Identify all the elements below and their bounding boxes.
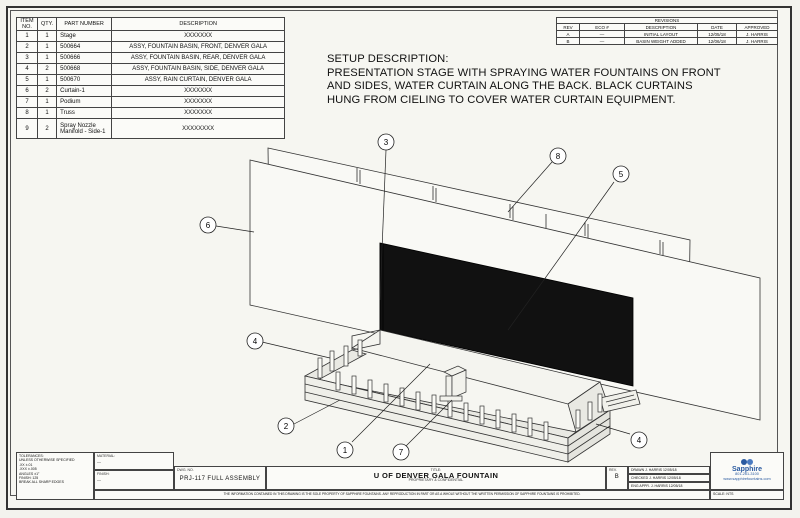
balloon-6-label: 6	[206, 221, 211, 230]
scale-label: SCALE: NTS	[713, 492, 734, 496]
rev-cell: J. HARRIS	[736, 37, 778, 45]
tolerance-line: FINISH: 125	[19, 476, 39, 481]
tolerance-line: UNLESS OTHERWISE SPECIFIED	[19, 458, 75, 463]
balloon-4-left-label: 4	[253, 337, 258, 346]
rev-value: B	[614, 474, 620, 480]
balloon-8: 8	[549, 147, 567, 165]
balloon-5: 5	[612, 165, 630, 183]
dwg-no-value: PRJ-117 FULL ASSEMBLY	[179, 476, 261, 482]
balloon-2-label: 2	[284, 422, 289, 431]
tolerances-label: TOLERANCES:	[19, 454, 44, 458]
eng-name: J. HARRIS	[650, 484, 668, 488]
title-label: TITLE:	[430, 468, 442, 472]
rev-label: REV.	[609, 468, 617, 472]
tolerance-line: .XXX ±.005	[19, 467, 37, 472]
bom-header-row: ITEM NO. QTY. PART NUMBER DESCRIPTION	[16, 17, 286, 31]
balloon-4-right: 4	[630, 431, 648, 449]
balloon-6: 6	[199, 216, 217, 234]
checked-date: 12/05/18	[667, 476, 681, 480]
bom-row: 2 1 500664 ASSY, FOUNTAIN BASIN, FRONT, …	[16, 41, 286, 53]
balloon-8-label: 8	[556, 152, 561, 161]
finish-cell: FINISH: —	[94, 470, 174, 490]
title-value: U OF DENVER GALA FOUNTAIN	[373, 471, 499, 480]
balloon-1: 1	[336, 441, 354, 459]
balloon-callouts: 1 2 3 4 4 5 6 7 8	[199, 133, 648, 461]
tolerance-line: BREAK ALL SHARP EDGES	[19, 480, 64, 485]
setup-description: SETUP DESCRIPTION: PRESENTATION STAGE WI…	[327, 53, 727, 107]
balloon-2: 2	[277, 417, 295, 435]
company-block: Sapphire 801-261-3100 www.sapphirefounta…	[710, 452, 784, 490]
tolerance-line: ANGLES ±1°	[19, 471, 40, 476]
balloon-1-label: 1	[343, 446, 348, 455]
setup-heading: SETUP DESCRIPTION:	[327, 53, 449, 65]
company-name: Sapphire	[732, 466, 762, 473]
setup-line: AND SIDES, WATER CURTAIN ALONG THE BACK.…	[327, 80, 693, 92]
balloon-3-label: 3	[384, 138, 389, 147]
finish-label: FINISH:	[97, 472, 110, 476]
company-web: www.sapphirefountains.com	[723, 477, 771, 481]
title-block: TOLERANCES: UNLESS OTHERWISE SPECIFIED .…	[16, 452, 784, 500]
disclaimer-cell: THE INFORMATION CONTAINED IN THIS DRAWIN…	[94, 490, 710, 500]
balloon-5-label: 5	[619, 170, 624, 179]
podium	[439, 365, 467, 402]
bill-of-materials-table: ITEM NO. QTY. PART NUMBER DESCRIPTION 1 …	[16, 17, 286, 139]
sapphire-logo-icon	[741, 459, 753, 465]
rev-cell: REV. B	[606, 466, 628, 490]
drawn-row: DRAWN J. HARRIS 12/05/18	[628, 466, 710, 474]
bom-cell-desc: XXXXXXXX	[111, 118, 286, 139]
company-phone: 801-261-3100	[735, 472, 759, 476]
title-cell: TITLE: U OF DENVER GALA FOUNTAIN PROPRIE…	[266, 466, 606, 490]
confidential-label: PROPRIETARY & CONFIDENTIAL	[408, 478, 464, 482]
bom-cell-qty: 2	[36, 118, 58, 139]
dwg-no-cell: DWG. NO. PRJ-117 FULL ASSEMBLY	[174, 466, 266, 490]
bom-cell-part: Spray Nozzle Manifold - Side-1	[56, 118, 113, 139]
tolerances-block: TOLERANCES: UNLESS OTHERWISE SPECIFIED .…	[16, 452, 94, 500]
tolerance-line: .XX ±.01	[19, 462, 33, 467]
drawn-label: DRAWN	[631, 468, 645, 472]
setup-line: PRESENTATION STAGE WITH SPRAYING WATER F…	[327, 66, 721, 79]
eng-appr-row: ENG APPR. J. HARRIS 12/05/18	[628, 482, 710, 490]
checked-label: CHECKED	[631, 476, 649, 480]
finish-value: —	[97, 477, 101, 482]
material-value: —	[97, 459, 101, 464]
drawn-name: J. HARRIS	[645, 468, 662, 472]
bom-header-item: ITEM NO.	[16, 17, 38, 31]
balloon-4-left: 4	[246, 332, 264, 350]
leader-lines	[215, 149, 631, 447]
spray-nozzle-posts	[317, 339, 603, 441]
scale-cell: SCALE: NTS	[710, 490, 784, 500]
setup-line: HUNG FROM CIELING TO COVER WATER CURTAIN…	[327, 93, 676, 106]
revision-row: B — BASIN WEIGHT ADDED 12/06/18 J. HARRI…	[556, 37, 778, 45]
material-label: MATERIAL:	[97, 454, 116, 458]
material-cell: MATERIAL: —	[94, 452, 174, 470]
checked-row: CHECKED J. HARRIS 12/05/18	[628, 474, 710, 482]
bom-row: 6 2 Curtain-1 XXXXXXX	[16, 85, 286, 97]
balloon-3: 3	[377, 133, 395, 151]
truss-marks	[356, 168, 664, 256]
eng-date: 12/05/18	[668, 484, 683, 488]
revisions-table: REVISIONS REV ECO # DESCRIPTION DATE APP…	[556, 17, 778, 45]
balloon-7: 7	[392, 443, 410, 461]
checked-name: J. HARRIS	[649, 476, 667, 480]
dwg-no-label: DWG. NO.	[177, 468, 194, 472]
drawn-date: 12/05/18	[662, 468, 677, 472]
balloon-4-right-label: 4	[637, 436, 642, 445]
disclaimer-text: THE INFORMATION CONTAINED IN THIS DRAWIN…	[223, 492, 581, 496]
bom-row: 9 2 Spray Nozzle Manifold - Side-1 XXXXX…	[16, 118, 286, 139]
balloon-7-label: 7	[399, 448, 404, 457]
eng-label: ENG APPR.	[631, 484, 650, 488]
